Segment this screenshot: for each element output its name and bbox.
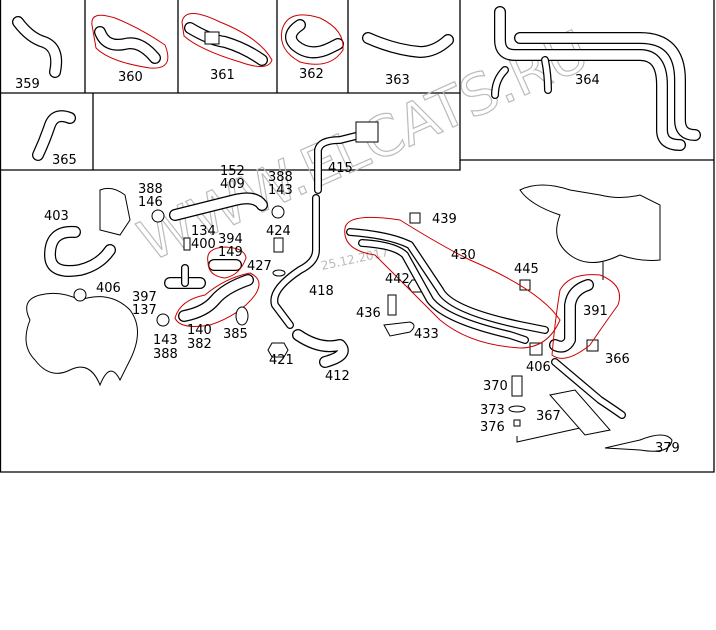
label-409[interactable]: 409 — [220, 177, 245, 192]
label-360[interactable]: 360 — [118, 70, 143, 85]
part-418[interactable] — [270, 194, 320, 329]
label-362[interactable]: 362 — [299, 67, 324, 82]
label-149[interactable]: 149 — [218, 245, 243, 260]
part-367-bracket[interactable] — [549, 358, 626, 436]
label-143[interactable]: 143 — [153, 333, 178, 348]
label-388[interactable]: 388 — [153, 347, 178, 362]
part-361[interactable] — [181, 13, 273, 67]
label-382[interactable]: 382 — [187, 337, 212, 352]
part-415[interactable] — [314, 121, 379, 194]
label-442[interactable]: 442 — [385, 272, 410, 287]
label-400[interactable]: 400 — [191, 237, 216, 252]
label-397[interactable]: 397 — [132, 290, 157, 305]
label-427[interactable]: 427 — [247, 259, 272, 274]
label-406[interactable]: 406 — [96, 281, 121, 296]
alternator — [519, 184, 661, 280]
label-391[interactable]: 391 — [583, 304, 608, 319]
label-436[interactable]: 436 — [356, 306, 381, 321]
label-373[interactable]: 373 — [480, 403, 505, 418]
label-403[interactable]: 403 — [44, 209, 69, 224]
part-363[interactable] — [362, 32, 454, 58]
part-379-tie[interactable] — [604, 434, 673, 452]
label-134[interactable]: 134 — [191, 224, 216, 239]
part-365[interactable] — [32, 110, 76, 161]
label-385[interactable]: 385 — [223, 327, 248, 342]
label-418[interactable]: 418 — [309, 284, 334, 299]
label-424[interactable]: 424 — [266, 224, 291, 239]
label-445[interactable]: 445 — [514, 262, 539, 277]
label-152[interactable]: 152 — [220, 164, 245, 179]
label-364[interactable]: 364 — [575, 73, 600, 88]
diagram-frame — [0, 0, 715, 473]
label-361[interactable]: 361 — [210, 68, 235, 83]
small-hardware — [73, 205, 599, 443]
label-394[interactable]: 394 — [218, 232, 243, 247]
label-359[interactable]: 359 — [15, 77, 40, 92]
part-412[interactable] — [292, 329, 349, 368]
part-152-409[interactable] — [169, 192, 268, 221]
label-370[interactable]: 370 — [483, 379, 508, 394]
engine-block — [25, 187, 138, 387]
label-415[interactable]: 415 — [328, 161, 353, 176]
part-360[interactable] — [91, 14, 169, 69]
label-388[interactable]: 388 — [138, 182, 163, 197]
label-421[interactable]: 421 — [269, 353, 294, 368]
label-143[interactable]: 143 — [268, 183, 293, 198]
label-367[interactable]: 367 — [536, 409, 561, 424]
label-433[interactable]: 433 — [414, 327, 439, 342]
label-365[interactable]: 365 — [52, 153, 77, 168]
label-363[interactable]: 363 — [385, 73, 410, 88]
label-140[interactable]: 140 — [187, 323, 212, 338]
part-430[interactable] — [344, 216, 561, 349]
part-403[interactable] — [44, 225, 116, 277]
part-359[interactable] — [12, 16, 63, 78]
part-labels: 359 360 361 362 363 364 365 403 388 146 … — [15, 67, 680, 456]
part-140-382[interactable] — [174, 272, 260, 327]
label-379[interactable]: 379 — [655, 441, 680, 456]
label-430[interactable]: 430 — [451, 248, 476, 263]
label-376[interactable]: 376 — [480, 420, 505, 435]
label-439[interactable]: 439 — [432, 212, 457, 227]
part-394-149[interactable] — [207, 246, 247, 279]
label-412[interactable]: 412 — [325, 369, 350, 384]
label-406[interactable]: 406 — [526, 360, 551, 375]
part-364[interactable] — [491, 6, 701, 151]
label-388[interactable]: 388 — [268, 170, 293, 185]
part-397-tee[interactable] — [164, 264, 206, 289]
label-366[interactable]: 366 — [605, 352, 630, 367]
label-146[interactable]: 146 — [138, 195, 163, 210]
part-391[interactable] — [549, 274, 620, 359]
part-362[interactable] — [280, 14, 344, 65]
label-137[interactable]: 137 — [132, 303, 157, 318]
